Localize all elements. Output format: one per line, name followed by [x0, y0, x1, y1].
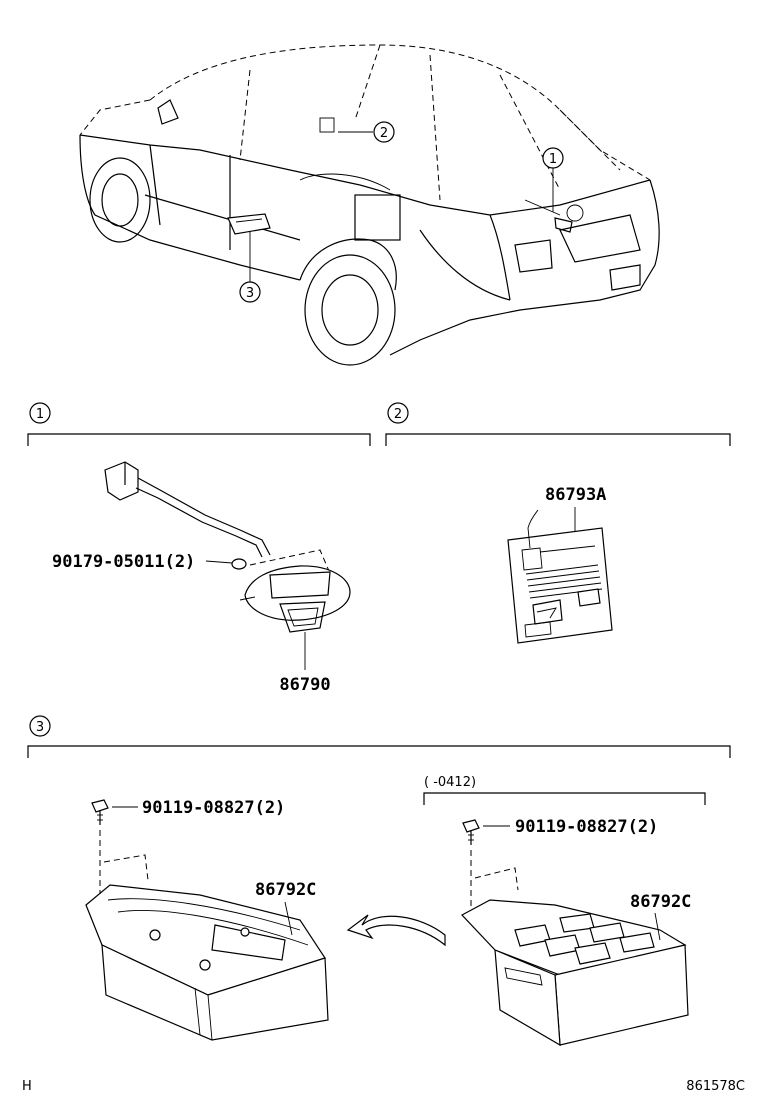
car-callout-2: 2	[338, 121, 395, 143]
car-callout-3: 3	[239, 232, 261, 303]
left-bolt-icon	[91, 799, 138, 825]
part-number-90119-08827-right: 90119-08827(2)	[515, 817, 658, 837]
footer-diagram-code: 861578C	[686, 1079, 745, 1094]
arrow-left-icon	[346, 914, 446, 947]
part-number-86792C-right: 86792C	[630, 892, 691, 912]
svg-text:2: 2	[380, 126, 388, 141]
part-number-86790: 86790	[279, 675, 330, 695]
svg-text:1: 1	[36, 407, 44, 422]
svg-text:3: 3	[246, 286, 254, 301]
caution-label-86793A	[507, 509, 613, 644]
svg-text:3: 3	[36, 720, 44, 735]
car-callout-1: 1	[542, 147, 564, 212]
right-bolt-icon	[462, 819, 510, 845]
part-number-86792C-left: 86792C	[255, 880, 316, 900]
footer-left-code: H	[22, 1079, 32, 1094]
part-number-86793A: 86793A	[545, 485, 606, 505]
section-1: 1 90179-05011(2) 86790	[27, 402, 371, 695]
section-3: 3 90119-08827(2) 86792C	[27, 715, 731, 1047]
part-number-90179-05011: 90179-05011(2)	[52, 552, 195, 572]
section-2: 2 86793A	[385, 402, 731, 644]
svg-text:1: 1	[549, 152, 557, 167]
car-overview-illustration	[79, 44, 660, 366]
interior-lamp-86792C-left	[85, 884, 329, 1041]
date-range-label: ( -0412)	[424, 775, 476, 790]
license-plate-lamp-harness	[104, 461, 271, 558]
svg-text:2: 2	[394, 407, 402, 422]
interior-lamp-86792C-right	[461, 899, 689, 1047]
license-plate-lamp-86790	[239, 565, 351, 633]
part-number-90119-08827-left: 90119-08827(2)	[142, 798, 285, 818]
lamp-screw-icon	[205, 558, 247, 570]
